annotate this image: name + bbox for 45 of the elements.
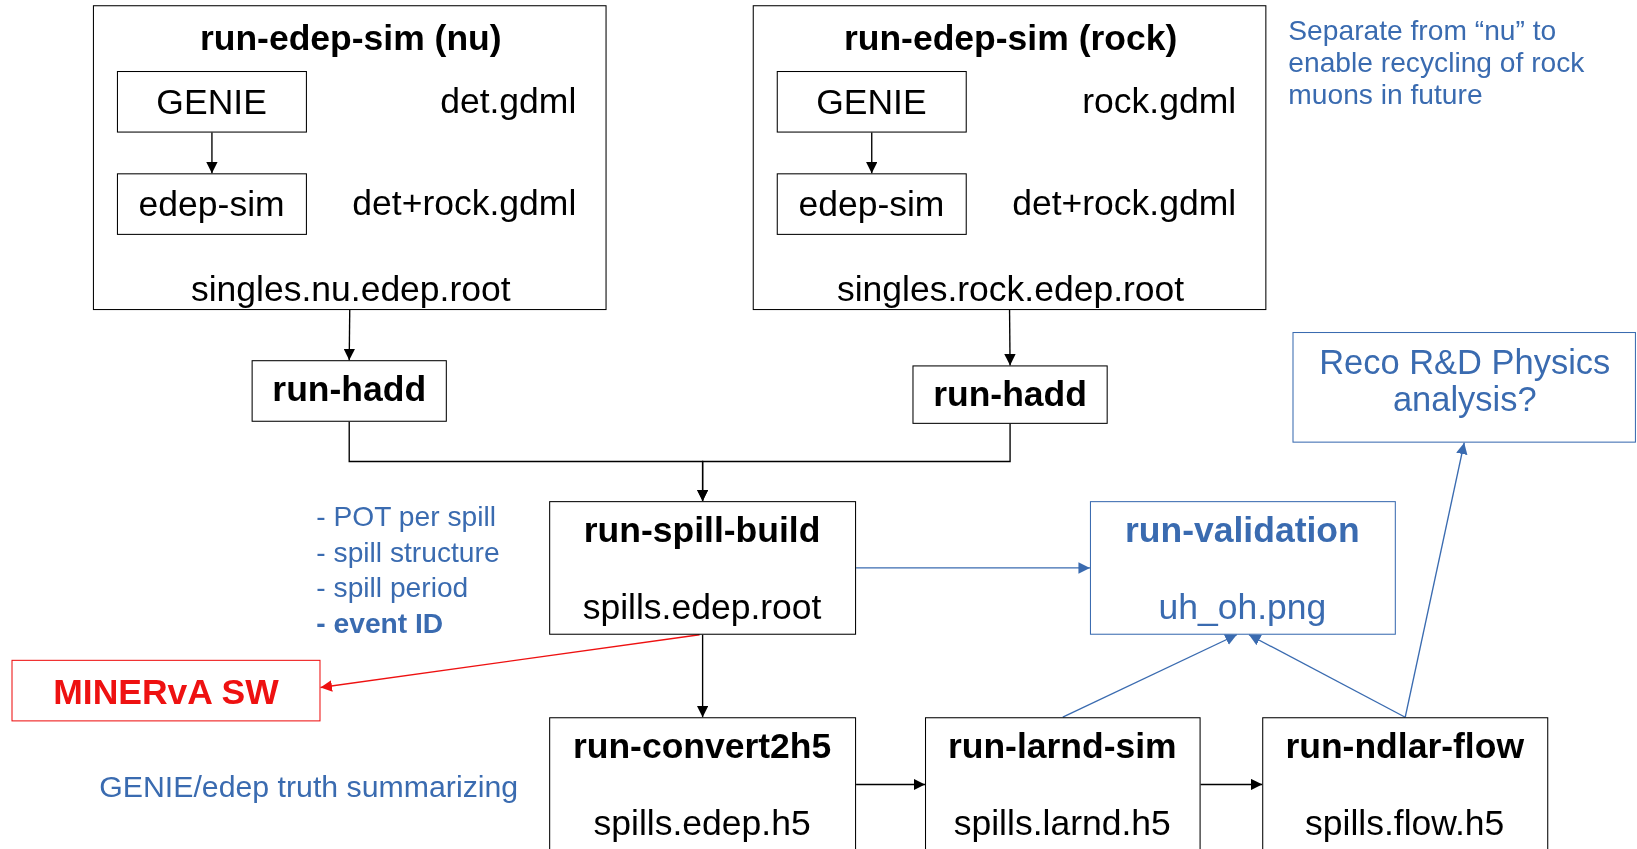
file-name: det.gdml [439, 81, 577, 121]
file-name: det+rock.gdml [1011, 183, 1237, 223]
process-label: edep-sim [797, 184, 946, 224]
process-title: run-validation [1124, 510, 1361, 550]
arrow [1004, 309, 1016, 367]
arrow [1062, 634, 1238, 718]
process-title: run-larnd-sim [946, 726, 1178, 766]
file-name: spills.flow.h5 [1304, 803, 1506, 843]
process-title: run-ndlar-flow [1284, 726, 1525, 766]
note-text: Reco R&D Physics analysis? [1318, 343, 1612, 420]
file-name: singles.rock.edep.root [835, 269, 1186, 309]
arrow [206, 131, 218, 174]
process-title: run-edep-sim (nu) [198, 18, 503, 58]
arrow [696, 423, 1011, 502]
process-title: run-hadd [932, 374, 1088, 414]
file-name: spills.larnd.h5 [952, 803, 1172, 843]
process-title: run-convert2h5 [571, 726, 833, 766]
software-label: MINERvA SW [52, 672, 280, 712]
process-label: edep-sim [137, 184, 286, 224]
arrow [866, 131, 878, 174]
file-name: spills.edep.h5 [592, 803, 812, 843]
bullet-item: - POT per spill [316, 501, 497, 534]
process-label: GENIE [815, 82, 928, 122]
arrow [855, 562, 1091, 574]
arrow [1404, 442, 1468, 718]
file-name: spills.edep.root [581, 587, 823, 627]
bullet-item: - event ID [316, 607, 445, 640]
file-name: singles.nu.edep.root [189, 269, 512, 309]
process-title: run-hadd [271, 369, 428, 409]
bullet-item: - spill structure [316, 536, 501, 570]
file-name: uh_oh.png [1157, 587, 1328, 627]
arrow [1248, 634, 1406, 718]
note-text: Separate from “nu” to enable recycling of rock muons in future [1288, 14, 1586, 112]
file-name: det+rock.gdml [351, 183, 577, 223]
arrow [696, 634, 709, 718]
arrow [319, 634, 701, 692]
process-label: GENIE [155, 82, 268, 122]
note-text: GENIE/edep truth summarizing [99, 769, 520, 805]
arrow [855, 778, 926, 791]
file-name: rock.gdml [1081, 81, 1237, 121]
bullet-item: - spill period [316, 572, 470, 605]
arrow [1199, 778, 1263, 791]
process-title: run-spill-build [582, 510, 822, 550]
process-title: run-edep-sim (rock) [842, 18, 1179, 58]
arrow [343, 309, 356, 361]
